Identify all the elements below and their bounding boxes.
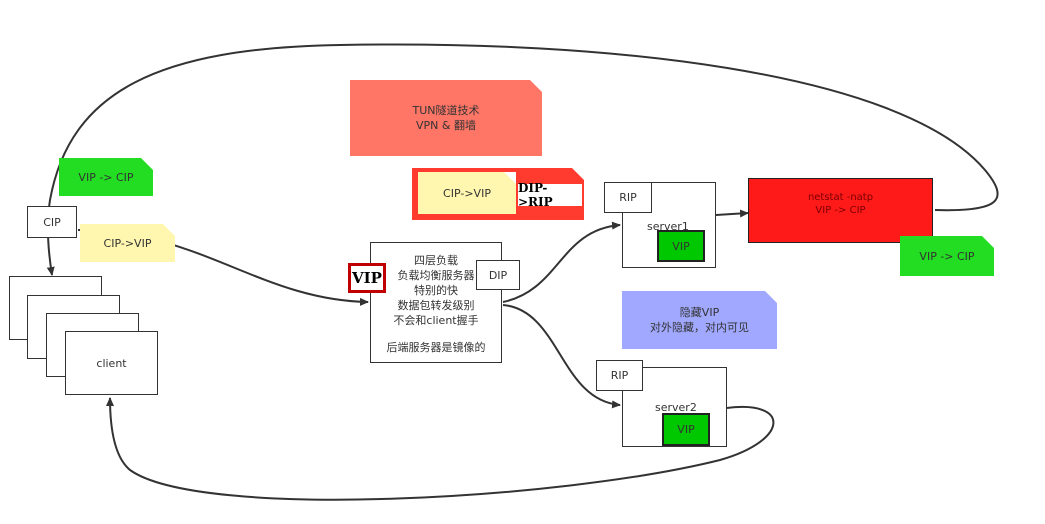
- note-hide-vip: 隐藏VIP 对外隐藏，对内可见: [622, 291, 777, 349]
- cip-label: CIP: [43, 215, 61, 229]
- lb-vip-badge: VIP: [348, 263, 386, 293]
- note-green-vip-cip-left: VIP -> CIP: [59, 158, 153, 196]
- netstat-box: netstat -natp VIP -> CIP: [748, 178, 933, 243]
- client-box: client: [65, 331, 158, 395]
- note-yellow-cip-vip-text: CIP->VIP: [103, 236, 152, 250]
- return-path-arc: [46, 43, 999, 276]
- server2-vip-box: VIP: [662, 413, 710, 446]
- server2-rip-box: RIP: [596, 360, 643, 391]
- note-yellow-cip-vip: CIP->VIP: [80, 224, 175, 262]
- note-tunnel-inner-text: CIP->VIP: [443, 186, 491, 200]
- server2-vip-label: VIP: [677, 423, 695, 436]
- lb-line-7: 后端服务器是镜像的: [386, 341, 486, 354]
- note-green-vip-cip-right: VIP -> CIP: [900, 236, 994, 276]
- netstat-line2: VIP -> CIP: [815, 205, 866, 216]
- lb-to-server1-connector: [502, 221, 621, 303]
- server1-rip-label: RIP: [619, 191, 637, 204]
- server1-to-netstat-connector: [715, 209, 749, 218]
- server2-label: server2: [655, 401, 697, 414]
- note-green-left-text: VIP -> CIP: [78, 170, 134, 184]
- server1-label: server1: [647, 220, 689, 233]
- tunnel-outer-dip-rip: DIP->RIP: [518, 181, 582, 209]
- note-green-right-text: VIP -> CIP: [919, 249, 975, 263]
- note-tun-line2: VPN & 翻墙: [416, 119, 476, 132]
- note-tun-line1: TUN隧道技术: [412, 104, 480, 117]
- cip-box: CIP: [27, 206, 77, 238]
- client-label: client: [96, 356, 127, 370]
- server2-rip-label: RIP: [610, 369, 629, 382]
- server2-to-client-arc: [106, 397, 775, 501]
- lb-vip-text: VIP: [352, 269, 382, 287]
- lb-line-1: 四层负载: [414, 254, 458, 267]
- lb-line-3: 特别的快: [414, 284, 458, 297]
- note-hide-vip-line2: 对外隐藏，对内可见: [650, 321, 749, 334]
- lb-line-5: 不会和client握手: [393, 314, 479, 327]
- note-tun-tunnel: TUN隧道技术 VPN & 翻墙: [350, 80, 542, 156]
- lb-to-server2-connector: [502, 304, 621, 409]
- lb-line-2: 负载均衡服务器: [397, 269, 475, 282]
- lb-line-4: 数据包转发级别: [397, 299, 475, 312]
- tunnel-outer-text: DIP->RIP: [518, 181, 553, 209]
- netstat-line1: netstat -natp: [807, 192, 874, 203]
- server1-vip-box: VIP: [657, 230, 705, 262]
- server1-rip-box: RIP: [604, 182, 652, 213]
- server1-vip-label: VIP: [672, 239, 690, 253]
- note-hide-vip-line1: 隐藏VIP: [679, 306, 720, 319]
- note-tunnel-inner-cip-vip: CIP->VIP: [418, 172, 516, 214]
- lb-dip-label: DIP: [488, 268, 508, 282]
- lb-dip-box: DIP: [476, 260, 520, 290]
